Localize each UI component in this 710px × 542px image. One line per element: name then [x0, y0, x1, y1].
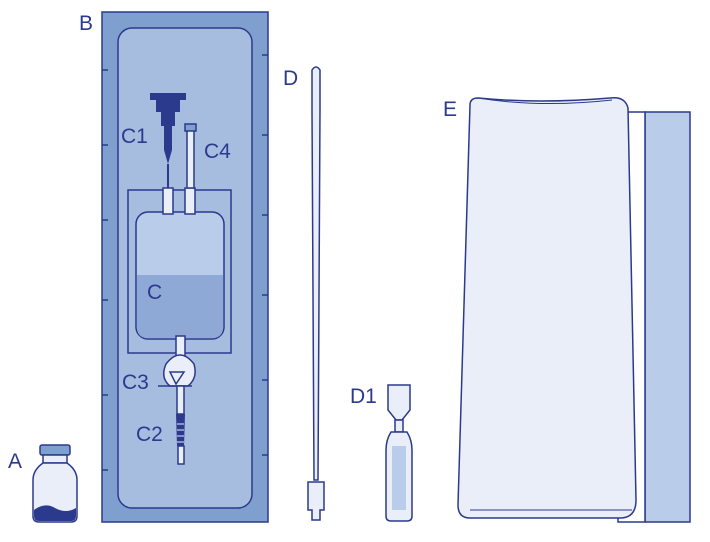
label-b: B [79, 12, 94, 35]
drape-e [457, 96, 691, 523]
label-c4: C4 [204, 140, 231, 163]
label-c2: C2 [136, 423, 163, 446]
label-a: A [8, 450, 23, 473]
label-c1: C1 [121, 125, 148, 148]
ampoule-d1 [385, 384, 413, 522]
straw-d [307, 66, 325, 521]
label-c3: C3 [122, 371, 149, 394]
vial-a [32, 444, 78, 523]
label-c: C [147, 281, 163, 304]
label-e: E [443, 98, 458, 121]
label-d: D [283, 67, 299, 90]
label-d1: D1 [350, 385, 377, 408]
pouch-b [101, 11, 269, 523]
